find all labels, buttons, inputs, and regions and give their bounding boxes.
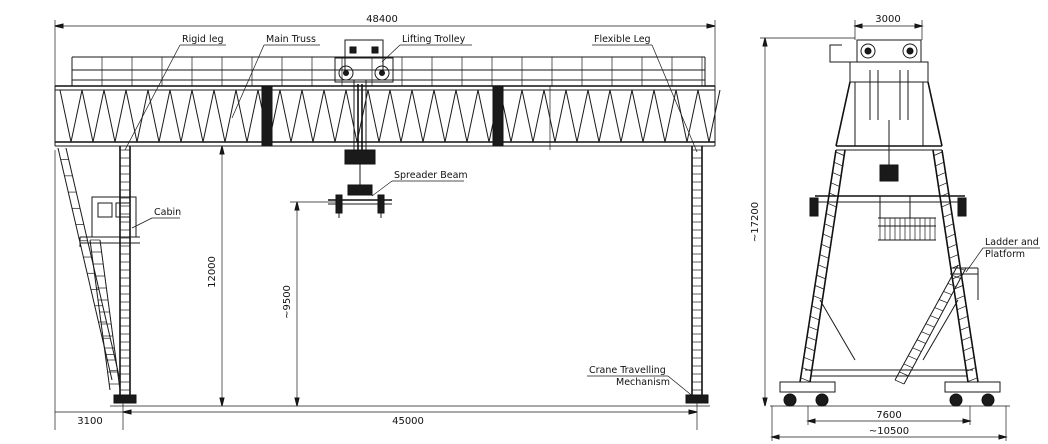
- side-ladder: [894, 264, 979, 385]
- front-dimensions: 48400 3100 45000 12000 ~9500: [54, 14, 716, 430]
- dim-total-height: ~17200: [750, 202, 761, 242]
- main-truss: [54, 85, 721, 150]
- side-leg-lacing: [800, 151, 978, 383]
- dim-top-width: 3000: [875, 14, 900, 25]
- flexible-leg: [685, 146, 709, 404]
- side-upper-frame: [835, 81, 943, 151]
- label-cabin: Cabin: [154, 207, 181, 218]
- rigid-leg-lacing: [120, 149, 130, 391]
- label-travelling-line1: Crane Travelling: [589, 365, 666, 376]
- front-labels: Rigid leg Main Truss Lifting Trolley Fle…: [124, 34, 698, 399]
- label-rigid-leg: Rigid leg: [182, 34, 223, 45]
- side-labels: Ladder and Platform: [965, 237, 1040, 273]
- flexible-leg-lacing: [692, 149, 702, 391]
- front-view: 48400 3100 45000 12000 ~9500: [54, 14, 721, 430]
- side-trolley: [829, 39, 929, 182]
- label-ladder-line1: Ladder and: [985, 237, 1039, 248]
- dim-rail-span: 45000: [392, 416, 424, 427]
- rigid-leg: [57, 146, 137, 404]
- cabin: [79, 196, 140, 247]
- lifting-trolley: [334, 39, 394, 83]
- label-ladder-line2: Platform: [985, 249, 1025, 260]
- hoist-and-spreader: [328, 79, 392, 218]
- label-flexible-leg: Flexible Leg: [594, 34, 651, 45]
- dim-spreader-height: ~9500: [282, 285, 293, 319]
- label-lifting-trolley: Lifting Trolley: [402, 34, 466, 45]
- side-legs: [799, 149, 979, 383]
- dim-total-span: 48400: [366, 14, 398, 25]
- side-bogies: [770, 381, 1010, 407]
- side-cabin-railing: [879, 218, 936, 240]
- dim-wheel-base: 7600: [876, 410, 901, 421]
- side-dimensions: 3000 ~17200 7600 ~10500: [750, 14, 1008, 441]
- dim-overall-width: ~10500: [869, 426, 909, 437]
- label-main-truss: Main Truss: [266, 34, 316, 45]
- dim-lift-height: 12000: [207, 256, 218, 288]
- rigid-leg-stair: [90, 239, 120, 385]
- label-travelling-line2: Mechanism: [616, 377, 670, 388]
- handrail-posts: [71, 57, 703, 86]
- ladder-rungs: [894, 266, 965, 385]
- dim-cantilever: 3100: [77, 416, 102, 427]
- truss-web: [59, 89, 721, 143]
- side-view: 3000 ~17200 7600 ~10500 Ladder and: [750, 14, 1040, 441]
- label-spreader-beam: Spreader Beam: [394, 170, 468, 181]
- rigid-leg-strut: [60, 159, 118, 372]
